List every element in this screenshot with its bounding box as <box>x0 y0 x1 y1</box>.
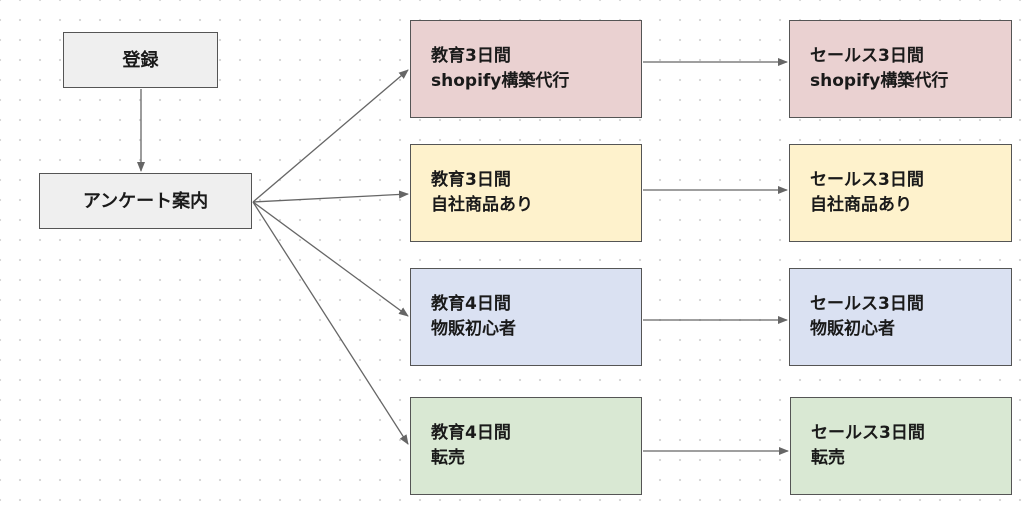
sales-node-2-line1: セールス3日間 <box>810 170 924 190</box>
education-node-3-line1: 教育4日間 <box>431 294 511 314</box>
education-node-1: 教育3日間 shopify構築代行 <box>410 20 642 118</box>
sales-node-1-line1: セールス3日間 <box>810 46 924 66</box>
education-node-4-line1: 教育4日間 <box>431 423 511 443</box>
education-node-4-line2: 転売 <box>431 448 465 468</box>
sales-node-1: セールス3日間 shopify構築代行 <box>789 20 1012 118</box>
survey-label: アンケート案内 <box>82 190 209 212</box>
education-node-4: 教育4日間 転売 <box>410 397 642 495</box>
arrow-survey-to-education-2 <box>252 190 409 203</box>
education-node-2-line1: 教育3日間 <box>431 170 511 190</box>
survey-node: アンケート案内 <box>39 173 252 229</box>
sales-node-3: セールス3日間 物販初心者 <box>789 268 1012 366</box>
education-node-1-line2: shopify構築代行 <box>431 71 570 91</box>
sales-node-4-line1: セールス3日間 <box>811 423 925 443</box>
education-node-3: 教育4日間 物販初心者 <box>410 268 642 366</box>
sales-node-2: セールス3日間 自社商品あり <box>789 144 1012 242</box>
education-node-3-line2: 物販初心者 <box>431 319 516 339</box>
arrow-survey-to-education-3 <box>252 201 409 317</box>
education-node-2-line2: 自社商品あり <box>431 195 533 215</box>
sales-node-3-line1: セールス3日間 <box>810 294 924 314</box>
education-node-2: 教育3日間 自社商品あり <box>410 144 642 242</box>
sales-node-4-line2: 転売 <box>811 448 845 468</box>
sales-node-2-line2: 自社商品あり <box>810 195 912 215</box>
sales-node-1-line2: shopify構築代行 <box>810 71 949 91</box>
arrow-survey-to-education-1 <box>252 69 409 203</box>
education-node-1-line1: 教育3日間 <box>431 46 511 66</box>
arrow-survey-to-education-4 <box>252 201 409 445</box>
sales-node-4: セールス3日間 転売 <box>790 397 1012 495</box>
register-node: 登録 <box>63 32 218 88</box>
sales-node-3-line2: 物販初心者 <box>810 319 895 339</box>
register-label: 登録 <box>122 49 159 71</box>
